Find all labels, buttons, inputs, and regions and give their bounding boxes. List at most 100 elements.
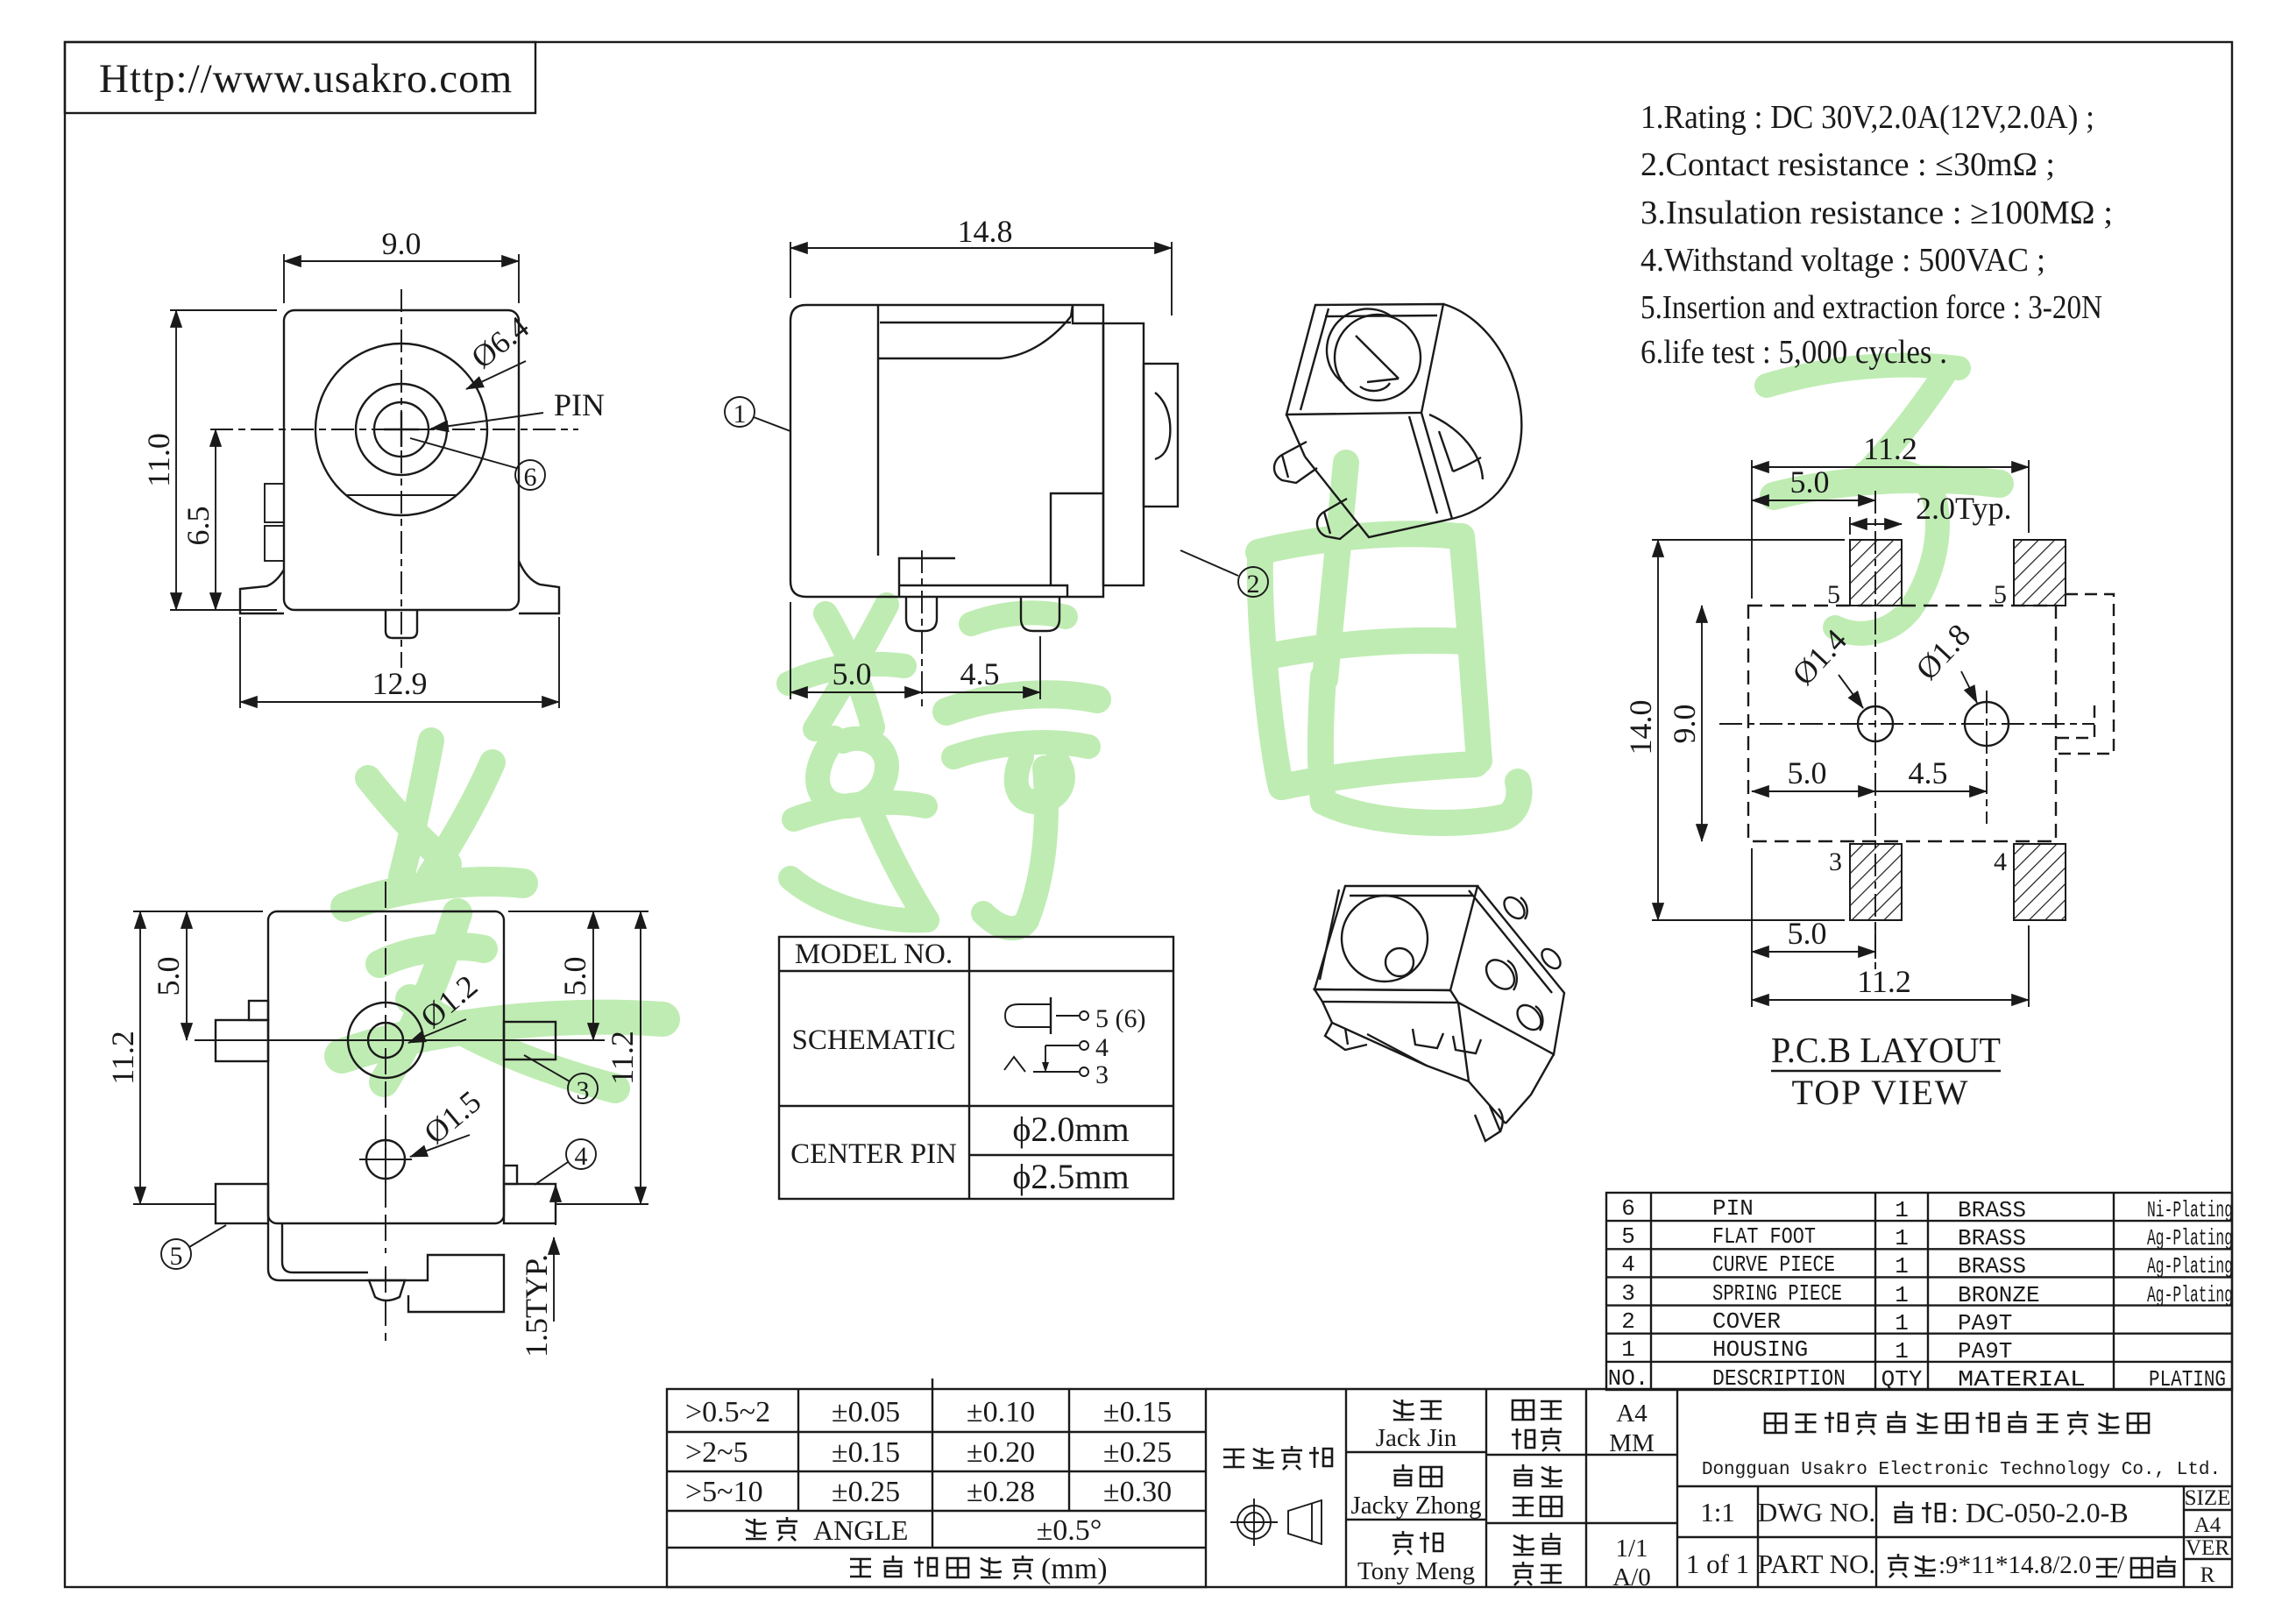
svg-text:2.Contact resistance : ≤30mΩ: 2.Contact resistance : ≤30mΩ ;	[1641, 146, 2055, 183]
svg-text:1: 1	[1895, 1225, 1909, 1251]
svg-text:3: 3	[1829, 847, 1842, 876]
svg-text:4: 4	[1994, 847, 2007, 876]
svg-text:ϕ2.0mm: ϕ2.0mm	[1012, 1109, 1129, 1149]
svg-text:BRASS: BRASS	[1958, 1197, 2026, 1223]
svg-text:±0.30: ±0.30	[1103, 1476, 1172, 1508]
svg-text:TOP VIEW: TOP VIEW	[1791, 1073, 1969, 1112]
svg-text:1: 1	[1895, 1338, 1909, 1364]
svg-text:DWG NO.: DWG NO.	[1758, 1497, 1875, 1527]
svg-text:5.0: 5.0	[151, 957, 186, 996]
svg-text:HOUSING: HOUSING	[1712, 1336, 1808, 1363]
svg-text:SCHEMATIC: SCHEMATIC	[791, 1024, 955, 1056]
svg-text:4: 4	[1621, 1251, 1635, 1278]
svg-text:NO.: NO.	[1608, 1365, 1649, 1392]
svg-text:PART NO.: PART NO.	[1758, 1549, 1875, 1579]
svg-text:SIZE: SIZE	[2185, 1486, 2231, 1510]
svg-text:9.0: 9.0	[382, 226, 422, 261]
svg-text:1:1: 1:1	[1700, 1497, 1735, 1527]
svg-text:1: 1	[733, 400, 747, 429]
svg-text:Tony Meng: Tony Meng	[1357, 1557, 1475, 1585]
svg-text:Jack Jin: Jack Jin	[1376, 1424, 1457, 1452]
svg-text:Jacky Zhong: Jacky Zhong	[1351, 1492, 1482, 1520]
svg-text:5.0: 5.0	[1788, 755, 1827, 790]
svg-text:BRASS: BRASS	[1958, 1253, 2026, 1279]
svg-text:CENTER PIN: CENTER PIN	[790, 1138, 957, 1170]
svg-text:ϕ2.5mm: ϕ2.5mm	[1012, 1157, 1129, 1196]
svg-text:±0.28: ±0.28	[967, 1476, 1035, 1508]
svg-text:12.9: 12.9	[372, 666, 428, 701]
svg-text:2: 2	[1621, 1308, 1635, 1335]
svg-text:5.0: 5.0	[1790, 464, 1830, 500]
svg-text:PA9T: PA9T	[1958, 1338, 2012, 1364]
svg-text:±0.25: ±0.25	[1103, 1436, 1172, 1469]
svg-text:4: 4	[575, 1142, 588, 1171]
svg-text:6.life test : 5,000 cycles .: 6.life test : 5,000 cycles .	[1641, 334, 1947, 371]
svg-text:5: 5	[1994, 580, 2007, 609]
svg-text:: DC-050-2.0-B: : DC-050-2.0-B	[1951, 1497, 2129, 1528]
svg-text:ANGLE: ANGLE	[813, 1514, 908, 1546]
svg-text:3: 3	[1621, 1280, 1635, 1307]
svg-text:4.Withstand voltage : 500VAC: 4.Withstand voltage : 500VAC ;	[1641, 242, 2045, 279]
svg-text:FLAT FOOT: FLAT FOOT	[1712, 1223, 1816, 1250]
svg-text:Http://www.usakro.com: Http://www.usakro.com	[99, 56, 513, 102]
svg-text:BRONZE: BRONZE	[1958, 1282, 2040, 1308]
svg-text::9*11*14.8/2.0: :9*11*14.8/2.0	[1938, 1551, 2092, 1579]
svg-text:11.2: 11.2	[1863, 431, 1917, 466]
svg-text:A4: A4	[1616, 1400, 1648, 1428]
svg-text:5: 5	[170, 1242, 183, 1271]
svg-text:2: 2	[1247, 570, 1260, 599]
svg-text:DESCRIPTION: DESCRIPTION	[1712, 1365, 1846, 1392]
svg-text:1/1: 1/1	[1615, 1534, 1648, 1563]
svg-text:11.2: 11.2	[1857, 964, 1911, 999]
svg-text:±0.5°: ±0.5°	[1037, 1514, 1102, 1547]
svg-text:Dongguan Usakro Electronic Tec: Dongguan Usakro Electronic Technology Co…	[1702, 1460, 2221, 1480]
svg-text:R: R	[2200, 1563, 2215, 1587]
svg-text:/: /	[2117, 1551, 2125, 1579]
svg-text:MODEL NO.: MODEL NO.	[795, 939, 953, 970]
svg-text:Ag-Plating: Ag-Plating	[2147, 1253, 2233, 1279]
svg-text:5: 5	[1621, 1223, 1635, 1250]
svg-text:A4: A4	[2194, 1513, 2222, 1537]
svg-text:P.C.B LAYOUT: P.C.B LAYOUT	[1771, 1030, 2001, 1070]
svg-text:PA9T: PA9T	[1958, 1310, 2012, 1336]
svg-text:6: 6	[1621, 1195, 1635, 1222]
svg-text:1: 1	[1895, 1197, 1909, 1223]
svg-text:4.5: 4.5	[1909, 755, 1948, 790]
svg-text:>0.5~2: >0.5~2	[685, 1396, 770, 1428]
svg-text:>2~5: >2~5	[685, 1436, 748, 1469]
svg-text:COVER: COVER	[1712, 1308, 1781, 1335]
svg-text:±0.15: ±0.15	[832, 1436, 900, 1469]
svg-text:VER: VER	[2186, 1536, 2229, 1560]
svg-text:3: 3	[577, 1076, 590, 1105]
svg-text:±0.25: ±0.25	[832, 1476, 900, 1508]
svg-text:1.5TYP.: 1.5TYP.	[519, 1254, 554, 1357]
svg-text:Ag-Plating: Ag-Plating	[2147, 1282, 2233, 1308]
svg-text:CURVE PIECE: CURVE PIECE	[1712, 1251, 1835, 1278]
svg-text:(mm): (mm)	[1041, 1553, 1108, 1585]
svg-text:1: 1	[1895, 1310, 1909, 1336]
svg-text:MM: MM	[1609, 1429, 1655, 1457]
svg-text:PIN: PIN	[554, 387, 605, 422]
svg-text:5: 5	[1827, 580, 1840, 609]
svg-text:SPRING PIECE: SPRING PIECE	[1712, 1280, 1842, 1307]
svg-text:9.0: 9.0	[1667, 705, 1702, 744]
svg-text:14.0: 14.0	[1623, 700, 1658, 755]
svg-text:5 (6): 5 (6)	[1095, 1004, 1145, 1033]
svg-text:PIN: PIN	[1712, 1195, 1754, 1222]
svg-text:6: 6	[524, 463, 537, 492]
svg-text:4: 4	[1095, 1033, 1109, 1062]
svg-text:4.5: 4.5	[960, 656, 1000, 691]
svg-text:1: 1	[1895, 1253, 1909, 1279]
svg-text:5.0: 5.0	[1788, 916, 1827, 951]
svg-text:3: 3	[1095, 1060, 1109, 1089]
svg-text:1: 1	[1621, 1336, 1635, 1363]
svg-text:3.Insulation resistance : ≥10: 3.Insulation resistance : ≥100MΩ ;	[1641, 195, 2113, 231]
svg-text:1.Rating : DC 30V,2.0A(12V,2.: 1.Rating : DC 30V,2.0A(12V,2.0A) ;	[1641, 99, 2094, 136]
svg-text:±0.15: ±0.15	[1103, 1396, 1172, 1428]
svg-text:5.0: 5.0	[833, 656, 872, 691]
svg-text:A/0: A/0	[1612, 1563, 1651, 1591]
svg-text:1: 1	[1895, 1282, 1909, 1308]
svg-text:±0.10: ±0.10	[967, 1396, 1035, 1428]
svg-text:11.0: 11.0	[141, 433, 176, 487]
svg-text:Ag-Plating: Ag-Plating	[2147, 1225, 2233, 1251]
